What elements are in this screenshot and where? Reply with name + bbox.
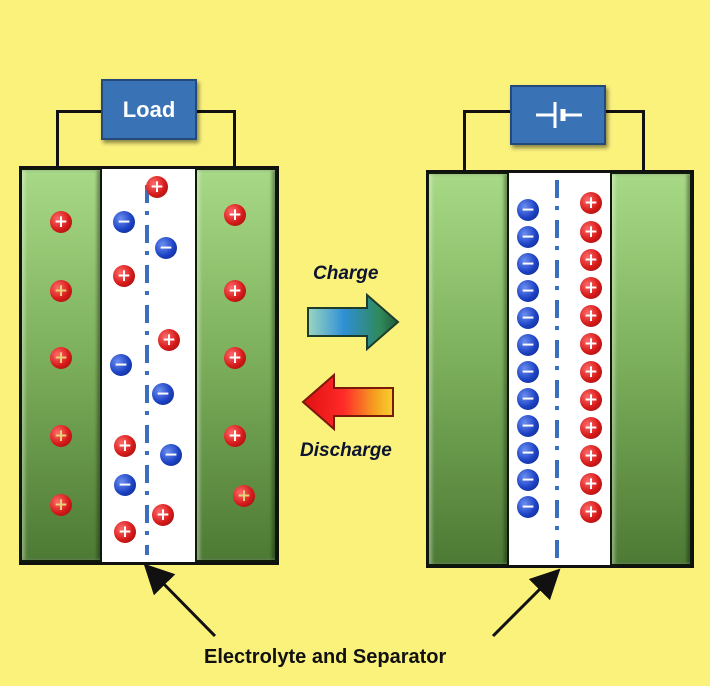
caption: Electrolyte and Separator	[204, 646, 447, 668]
positive-ion: +	[224, 425, 246, 447]
charge-arrow-icon	[307, 292, 400, 352]
negative-ion: −	[152, 383, 174, 405]
positive-ion: +	[580, 445, 602, 467]
right-wire-right	[642, 110, 645, 172]
negative-ion: −	[517, 334, 539, 356]
positive-ion: +	[580, 417, 602, 439]
left-separator	[145, 185, 149, 555]
negative-ion: −	[517, 253, 539, 275]
negative-ion: −	[160, 444, 182, 466]
discharge-arrow-icon	[301, 372, 394, 432]
negative-ion: −	[114, 474, 136, 496]
right-wire-left	[463, 110, 466, 172]
right-separator	[555, 180, 559, 558]
positive-ion: +	[114, 435, 136, 457]
positive-ion: +	[580, 277, 602, 299]
load-label: Load	[122, 96, 176, 122]
positive-ion: +	[50, 347, 72, 369]
power-source-box	[510, 85, 606, 145]
positive-ion: +	[113, 265, 135, 287]
positive-ion: +	[580, 192, 602, 214]
positive-ion: +	[50, 494, 72, 516]
positive-ion: +	[152, 504, 174, 526]
discharge-label: Discharge	[300, 440, 392, 461]
positive-ion: +	[580, 249, 602, 271]
positive-ion: +	[580, 501, 602, 523]
positive-ion: +	[114, 521, 136, 543]
positive-ion: +	[580, 333, 602, 355]
positive-ion: +	[224, 204, 246, 226]
positive-ion: +	[580, 361, 602, 383]
positive-ion: +	[50, 425, 72, 447]
negative-ion: −	[517, 199, 539, 221]
positive-ion: +	[224, 347, 246, 369]
positive-ion: +	[233, 485, 255, 507]
negative-ion: −	[110, 354, 132, 376]
positive-ion: +	[50, 211, 72, 233]
negative-ion: −	[517, 415, 539, 437]
negative-ion: −	[517, 307, 539, 329]
negative-ion: −	[517, 388, 539, 410]
negative-ion: −	[517, 280, 539, 302]
pointer-arrow-right	[491, 568, 561, 638]
battery-symbol-icon	[536, 102, 582, 128]
negative-ion: −	[517, 496, 539, 518]
left-wire-right	[233, 110, 236, 168]
pointer-arrow-left	[143, 563, 217, 638]
positive-ion: +	[580, 305, 602, 327]
left-wire-left	[56, 110, 59, 168]
positive-ion: +	[580, 473, 602, 495]
positive-ion: +	[580, 221, 602, 243]
negative-ion: −	[517, 361, 539, 383]
negative-ion: −	[517, 469, 539, 491]
positive-ion: +	[224, 280, 246, 302]
charge-label: Charge	[313, 263, 379, 284]
right-positive-electrode	[610, 172, 692, 566]
load-box: Load	[101, 79, 197, 140]
positive-ion: +	[50, 280, 72, 302]
positive-ion: +	[158, 329, 180, 351]
positive-ion: +	[580, 389, 602, 411]
negative-ion: −	[113, 211, 135, 233]
negative-ion: −	[517, 226, 539, 248]
negative-ion: −	[155, 237, 177, 259]
right-negative-electrode	[427, 172, 509, 566]
negative-ion: −	[517, 442, 539, 464]
positive-ion: +	[146, 176, 168, 198]
